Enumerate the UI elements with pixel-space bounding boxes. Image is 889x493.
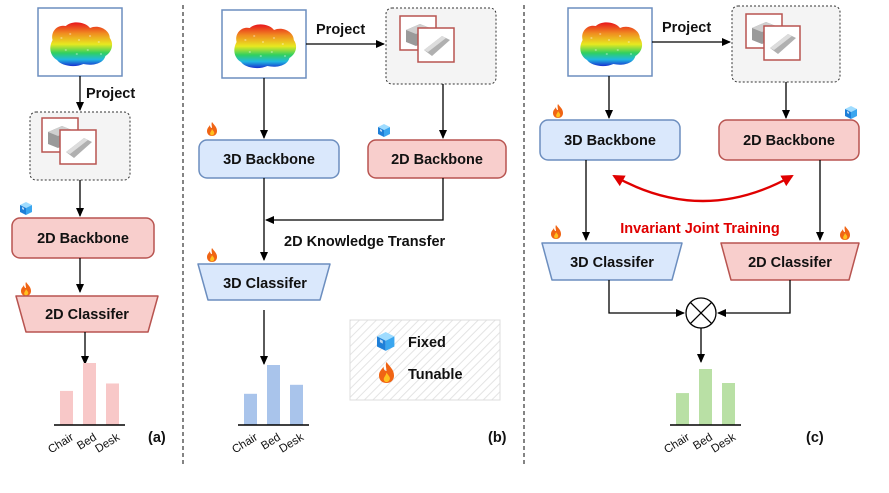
tick-label-chair: Chair: [46, 431, 76, 456]
flame-icon: [207, 248, 217, 262]
bar-bed: [83, 363, 96, 425]
flame-icon: [840, 226, 850, 240]
flame-icon: [21, 282, 31, 296]
tick-label-chair: Chair: [662, 431, 692, 456]
backbone-3d-box: [539, 119, 681, 161]
backbone-2d-label: 2D Backbone: [743, 133, 835, 149]
project-label: Project: [86, 86, 135, 102]
joint-training-label: Invariant Joint Training: [620, 221, 780, 237]
circled-times-icon: [685, 297, 717, 329]
backbone-3d-label: 3D Backbone: [223, 152, 315, 168]
point-cloud-icon: [580, 22, 643, 67]
backbone-2d-box: [718, 119, 860, 161]
backbone-2d-box: [367, 139, 507, 179]
bar-desk: [106, 383, 119, 425]
classifier-3d-label: 3D Classifer: [570, 255, 654, 271]
panel-b: Project 3D Backbone 2D Backbone 2D Knowl…: [197, 7, 507, 456]
point-cloud-icon: [50, 22, 113, 67]
bar-chair: [676, 393, 689, 425]
legend-tunable-label: Tunable: [408, 367, 463, 383]
backbone-3d-label: 3D Backbone: [564, 133, 656, 149]
backbone-3d-box: [198, 139, 340, 179]
project-label: Project: [662, 20, 711, 36]
tick-label-chair: Chair: [230, 431, 260, 456]
backbone-2d-label: 2D Backbone: [37, 231, 129, 247]
classifier-3d-shape: [541, 242, 683, 281]
classifier-2d-label: 2D Classifer: [45, 307, 129, 323]
project-label: Project: [316, 22, 365, 38]
flame-icon: [553, 104, 563, 118]
bar-desk: [722, 383, 735, 425]
panel-tag-b: (b): [488, 430, 507, 446]
bar-bed: [699, 369, 712, 425]
panel-tag-c: (c): [806, 430, 824, 446]
bar-chair: [60, 390, 73, 425]
joint-training-arrow: [612, 174, 794, 203]
knowledge-transfer-label: 2D Knowledge Transfer: [284, 234, 446, 250]
point-cloud-icon: [234, 24, 297, 69]
flame-icon: [207, 122, 217, 136]
backbone-2d-box: [11, 217, 155, 259]
bar-bed: [267, 365, 280, 425]
classifier-2d-shape: [15, 295, 159, 333]
classifier-2d-label: 2D Classifer: [748, 255, 832, 271]
tick-label-desk: Desk: [709, 431, 738, 455]
legend-fixed-label: Fixed: [408, 335, 446, 351]
ice-cube-icon: [20, 202, 32, 215]
tick-label-desk: Desk: [277, 431, 306, 455]
tick-label-desk: Desk: [93, 431, 122, 455]
bar-desk: [290, 384, 303, 425]
panel-c: Project 3D Backbone 2D Backbone Invarian…: [539, 5, 860, 456]
classifier-2d-shape: [720, 242, 860, 281]
classifier-3d-label: 3D Classifer: [223, 276, 307, 292]
ice-cube-icon: [378, 124, 390, 137]
flame-icon: [551, 225, 561, 239]
legend-box: [349, 319, 501, 401]
panel-tag-a: (a): [148, 430, 166, 446]
backbone-2d-label: 2D Backbone: [391, 152, 483, 168]
ice-cube-icon: [845, 106, 857, 119]
classifier-3d-shape: [197, 263, 331, 301]
bar-chair: [244, 393, 257, 425]
